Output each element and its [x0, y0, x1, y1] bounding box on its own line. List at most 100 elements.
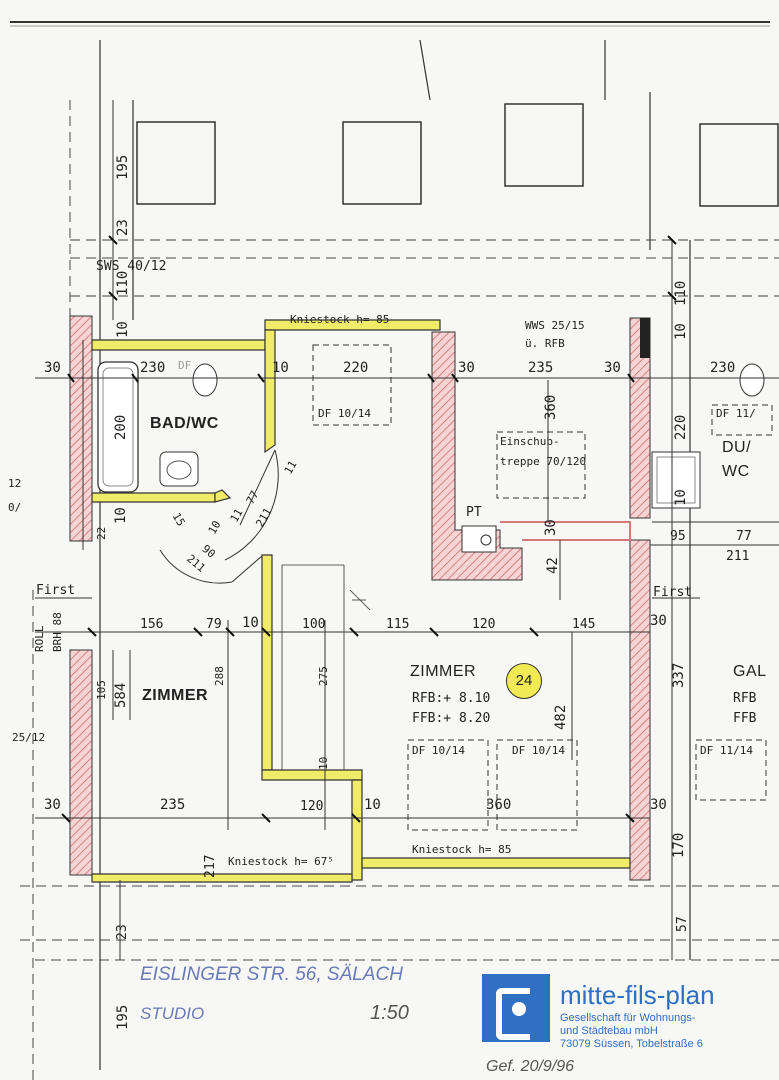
toilet — [192, 363, 218, 397]
note-einschub-1: Einschub- — [500, 435, 560, 448]
project-handwritten: STUDIO — [140, 1004, 205, 1023]
dim-label: 77 — [736, 529, 752, 544]
dim-label: 105 — [95, 680, 108, 700]
dim-label: 10 — [317, 756, 330, 770]
dim-label: 584 — [113, 682, 129, 708]
dim-label: 230 — [710, 360, 736, 376]
dim-label: 217 — [203, 854, 218, 878]
note-rfb: RFB:+ 8.10 — [412, 691, 491, 706]
wall-left-lower — [69, 649, 93, 876]
apartment-number-badge: 24 — [506, 663, 542, 699]
note-kniestock-top: Kniestock h= 85 — [290, 313, 390, 326]
note-first-right: First — [653, 585, 693, 600]
window-box — [136, 121, 216, 205]
dim-label: 79 — [206, 617, 222, 632]
dim-label: 170 — [671, 832, 687, 858]
note-ffb-right: FFB — [733, 711, 757, 726]
company-line-3: 73079 Süssen, Tobelstraße 6 — [560, 1038, 703, 1050]
note-ffb: FFB:+ 8.20 — [412, 711, 491, 726]
dim-label: 95 — [670, 529, 686, 544]
room-label-zimmer-left: ZIMMER — [142, 687, 209, 704]
note-wws-2: ü. RFB — [525, 337, 565, 350]
dim-label: 10 — [115, 321, 131, 338]
dim-label: 230 — [140, 360, 166, 376]
wall-right-main — [629, 539, 651, 881]
dim-label: 482 — [553, 704, 569, 730]
note-pt: PT — [466, 505, 482, 520]
room-label-wc: WC — [722, 463, 750, 480]
dim-label: 120 — [300, 799, 324, 814]
note-df-a: DF 10/14 — [318, 407, 371, 420]
dim-label: 10 — [113, 507, 129, 524]
washbasin — [159, 451, 199, 487]
note-sws: SWS 40/12 — [96, 259, 167, 274]
dim-label: 156 — [140, 617, 164, 632]
company-logo — [482, 974, 550, 1042]
address-handwritten: EISLINGER STR. 56, SÄLACH — [140, 964, 403, 985]
note-df-bad: DF — [178, 359, 192, 372]
dim-label: 25/12 — [12, 731, 46, 744]
window-box — [699, 123, 779, 207]
dim-label: 211 — [726, 549, 750, 564]
note-rfb-right: RFB — [733, 691, 757, 706]
wall-left-upper — [69, 315, 93, 542]
dim-label: 30 — [44, 797, 61, 813]
dim-label: 337 — [671, 662, 687, 688]
dim-label: 42 — [545, 557, 561, 574]
dim-label: 30 — [650, 613, 667, 629]
dim-label: 360 — [486, 797, 512, 813]
dim-label: 220 — [343, 360, 369, 376]
dim-label: 30 — [44, 360, 61, 376]
note-einschub-2: treppe 70/120 — [500, 455, 587, 468]
note-kniestock-right: Kniestock h= 85 — [412, 843, 512, 856]
date-handwritten: Gef. 20/9/96 — [486, 1058, 575, 1075]
note-df-d: DF 11/14 — [700, 744, 753, 757]
note-df-c: DF 10/14 — [512, 744, 565, 757]
dim-label: 30 — [458, 360, 475, 376]
note-df-e: DF 11/ — [716, 407, 756, 420]
dim-label: 10 — [673, 489, 689, 506]
wall-stair-core — [431, 331, 523, 581]
window-box — [342, 121, 422, 205]
dim-label: 23 — [115, 219, 131, 236]
window-box — [504, 103, 584, 187]
room-label-gal: GAL — [733, 663, 767, 680]
company-name: mitte-fils-plan — [560, 980, 715, 1010]
note-brh: BRH 88 — [51, 612, 64, 652]
room-label-bad-wc: BAD/WC — [150, 415, 219, 432]
room-label-du: DU/ — [722, 439, 752, 456]
note-df-b: DF 10/14 — [412, 744, 465, 757]
dim-label: 220 — [673, 414, 689, 440]
room-label-zimmer-main: ZIMMER — [410, 663, 477, 680]
dim-label: 12 — [8, 477, 22, 490]
dim-label: 195 — [115, 154, 131, 180]
dim-label: 22 — [95, 526, 108, 540]
dim-label: 115 — [386, 617, 410, 632]
dim-label: 10 — [242, 615, 259, 631]
dim-label: 23 — [115, 924, 130, 940]
dim-label: 30 — [543, 519, 559, 536]
chimney — [640, 318, 650, 358]
dim-label: 100 — [302, 617, 326, 632]
dim-label: 10 — [364, 797, 381, 813]
dim-label: 200 — [113, 414, 129, 440]
dim-label: 10 — [673, 323, 689, 340]
note-kniestock-left: Kniestock h= 67⁵ — [228, 855, 334, 868]
note-wws-1: WWS 25/15 — [525, 319, 585, 332]
dim-label: 57 — [675, 916, 690, 932]
dim-label: 235 — [528, 360, 554, 376]
dim-label: 145 — [572, 617, 596, 632]
dim-label: 235 — [160, 797, 186, 813]
dim-label: 30 — [650, 797, 667, 813]
dim-label: 288 — [213, 666, 226, 686]
bathtub — [97, 361, 139, 493]
dim-label: 275 — [317, 666, 330, 686]
shower-tray — [651, 451, 701, 509]
company-line-1: Gesellschaft für Wohnungs- — [560, 1012, 696, 1024]
note-roll: ROLL — [33, 625, 46, 653]
scale-handwritten: 1:50 — [370, 1002, 409, 1024]
company-line-2: und Städtebau mbH — [560, 1025, 658, 1037]
dim-label: 110 — [673, 280, 689, 306]
